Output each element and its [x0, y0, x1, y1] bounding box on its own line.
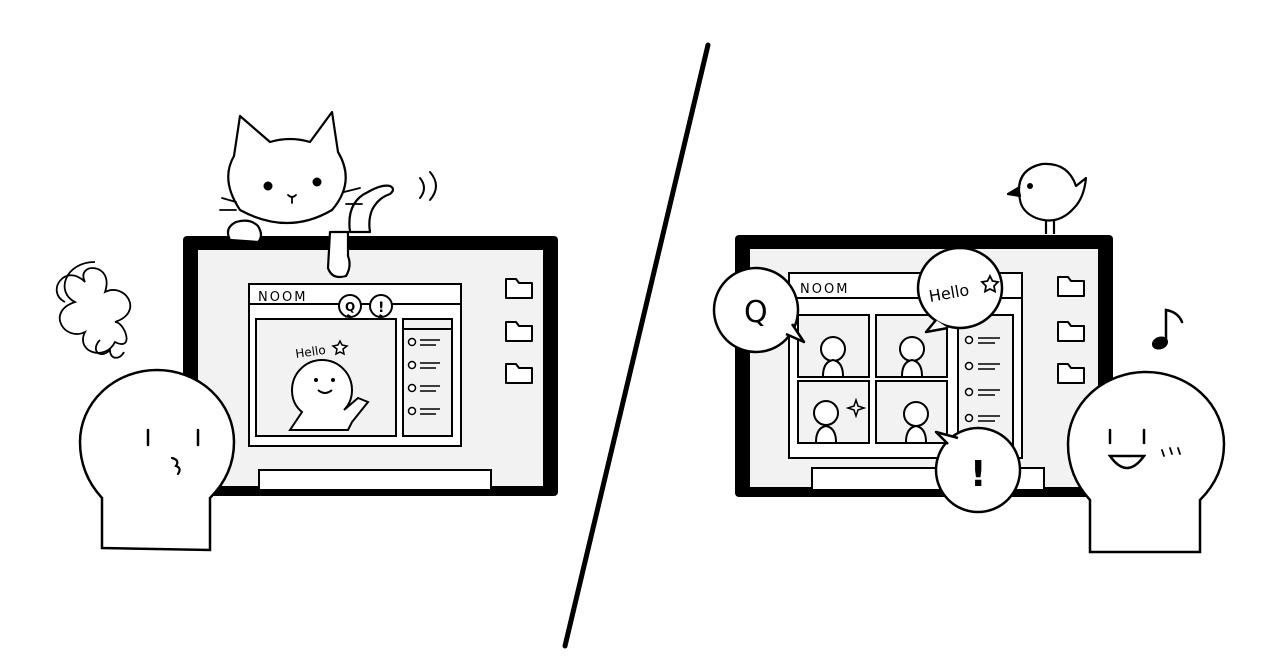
- list-item[interactable]: [964, 387, 1001, 397]
- cat-character: [219, 110, 437, 279]
- left-scene: NOOM Q !: [55, 110, 558, 552]
- folder-icon[interactable]: [1057, 321, 1085, 342]
- left-desktop-icons: [505, 278, 533, 384]
- svg-text:!: !: [378, 300, 384, 316]
- list-item[interactable]: [964, 413, 1001, 423]
- video-tile[interactable]: Hello: [255, 318, 397, 437]
- exclamation-bubble-text: !: [970, 454, 986, 495]
- folder-icon[interactable]: [505, 321, 533, 342]
- app-title: NOOM: [258, 290, 307, 305]
- right-desktop-icons: [1057, 276, 1085, 384]
- folder-icon[interactable]: [505, 278, 533, 299]
- hello-bubble: Hello: [916, 246, 1004, 334]
- star-icon: [331, 339, 349, 356]
- video-tile[interactable]: [797, 314, 870, 378]
- list-item[interactable]: [407, 383, 441, 393]
- folder-icon[interactable]: [1057, 276, 1085, 297]
- tile-caption: Hello: [294, 343, 326, 361]
- music-note-icon: [1151, 308, 1184, 350]
- left-app-window: NOOM Q !: [248, 283, 462, 447]
- list-item[interactable]: [407, 337, 441, 347]
- app-title: NOOM: [800, 282, 849, 297]
- puzzled-person: [78, 368, 236, 552]
- list-item[interactable]: [964, 335, 1001, 345]
- list-item[interactable]: [407, 406, 441, 416]
- list-item[interactable]: [964, 361, 1001, 371]
- exclamation-icon[interactable]: !: [369, 294, 393, 318]
- participant-list: [957, 314, 1014, 446]
- question-icon[interactable]: Q: [338, 294, 362, 318]
- divider-line: [562, 42, 711, 649]
- folder-icon[interactable]: [1057, 363, 1085, 384]
- scribble-icon: [55, 261, 132, 359]
- right-scene: NOOM: [712, 162, 1226, 554]
- sparkle-icon: [845, 397, 867, 419]
- video-tile[interactable]: [797, 380, 870, 444]
- happy-person: [1066, 370, 1226, 554]
- list-item[interactable]: [407, 360, 441, 370]
- question-bubble-text: Q: [744, 295, 768, 330]
- svg-text:Q: Q: [345, 300, 355, 314]
- bird-character: [1006, 162, 1088, 234]
- participant-list: [402, 318, 453, 437]
- folder-icon[interactable]: [505, 363, 533, 384]
- star-icon: [980, 273, 1000, 294]
- question-bubble: Q: [712, 266, 806, 354]
- presenter-avatar: [288, 359, 370, 431]
- exclamation-bubble: !: [934, 426, 1022, 514]
